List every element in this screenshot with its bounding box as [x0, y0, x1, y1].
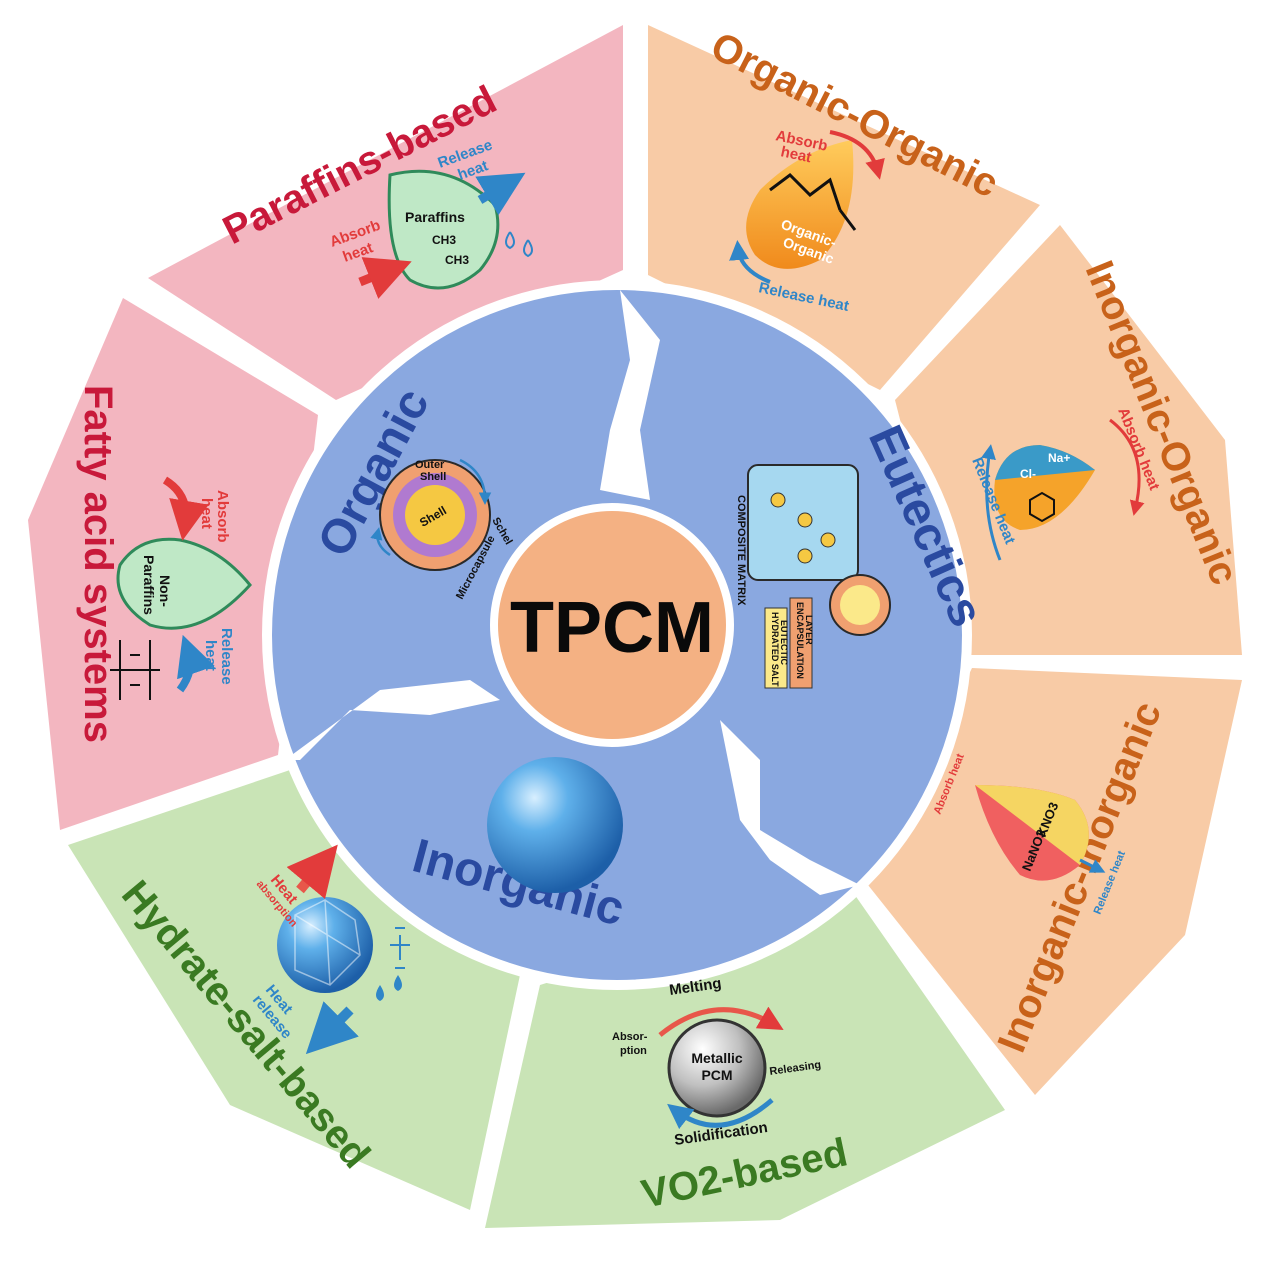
crack-divider-top	[600, 290, 660, 500]
composite-matrix-label: COMPOSITE MATRIX	[735, 495, 747, 606]
hydrate-formula-icon	[390, 927, 410, 969]
paraffin-absorb-arrow	[358, 257, 412, 299]
hydrate-absorb-arrow	[286, 844, 338, 900]
hydrated-salt-label-2: EUTECTIC	[779, 620, 789, 666]
inorg-inorg-release-arrow	[1079, 858, 1106, 873]
fatty-absorb-arrow	[162, 476, 209, 541]
composite-matrix-icon: COMPOSITE MATRIX ENCAPSULATION LAYER HYD…	[735, 464, 891, 689]
org-org-molecule	[769, 173, 857, 231]
hydrate-facets	[294, 899, 361, 986]
inorg-org-drop-top	[995, 445, 1095, 480]
vo2-core-label-2: PCM	[701, 1067, 732, 1083]
center-title: TPCM	[510, 588, 714, 668]
fatty-release-label-2: heat	[202, 640, 219, 671]
hydrate-droplets-icon	[376, 975, 402, 1001]
inorg-inorg-drop-top	[975, 785, 1089, 865]
fatty-structure-icon	[110, 640, 160, 700]
microcapsule-outer-shell-1: Outer	[415, 459, 445, 471]
matrix-particle	[797, 548, 813, 564]
hydrate-release-arrow	[305, 1001, 359, 1055]
vo2-solidification-arrow	[667, 1098, 774, 1130]
vo2-absorption-label-2: ption	[620, 1045, 647, 1057]
fatty-acid-icon: Non- Paraffins Absorb heat Release heat	[110, 476, 252, 700]
segment-title-fatty: Fatty acid systems	[76, 385, 120, 743]
hydrated-salt-box	[764, 607, 788, 689]
inorg-org-release-arrow	[981, 444, 1002, 561]
segment-inorg-inorg-bg	[868, 668, 1242, 1095]
paraffin-drop	[387, 169, 500, 290]
paraffin-drop-label: Paraffins	[405, 209, 465, 225]
paraffin-formula-1: CH3	[432, 233, 456, 247]
inorg-org-ion-1: Na+	[1048, 451, 1070, 465]
microcapsule-arrow-2	[370, 527, 391, 557]
inorg-org-absorb-arrow	[1109, 418, 1145, 516]
vo2-core-label-1: Metallic	[691, 1050, 743, 1066]
segment-inorg-org-bg	[895, 225, 1242, 655]
matrix-particle	[820, 532, 836, 548]
org-org-absorb-label-2: heat	[779, 143, 813, 166]
inorg-org-ring-icon	[1029, 491, 1055, 523]
fatty-drop-label-1: Non-	[157, 575, 173, 607]
inorganic-sphere	[487, 757, 623, 893]
crack-divider-right	[720, 720, 860, 895]
fatty-absorb-label-1: Absorb	[214, 490, 231, 543]
inorg-org-ion-2: Cl-	[1020, 467, 1036, 481]
encapsulation-label-2: LAYER	[804, 615, 814, 645]
paraffin-release-arrow	[475, 172, 526, 216]
hydrate-sphere	[277, 897, 373, 993]
encapsulation-label-1: ENCAPSULATION	[795, 602, 805, 679]
fatty-release-arrow	[176, 634, 215, 693]
encapsulation-layer-box	[789, 597, 813, 689]
hydrated-salt-label-1: HYDRATED SALT	[770, 612, 780, 687]
center-circle	[490, 503, 734, 747]
paraffin-droplets-icon	[505, 231, 533, 258]
org-org-release-arrow	[729, 240, 771, 284]
fatty-release-label-1: Release	[218, 628, 235, 685]
vo2-metallic-sphere	[667, 1018, 767, 1118]
microcapsule-inner	[405, 485, 465, 545]
microcapsule-arrow-1	[459, 458, 492, 505]
eutectic-capsule-core	[840, 585, 880, 625]
crack-divider-left	[285, 680, 500, 760]
fatty-absorb-label-2: heat	[198, 498, 215, 529]
vo2-melting-arrow	[658, 1006, 784, 1037]
fatty-drop	[116, 537, 252, 630]
vo2-absorption-label-1: Absor-	[612, 1031, 648, 1043]
org-org-absorb-arrow	[829, 130, 885, 180]
vo2-icon: Metallic PCM Melting Absor- ption Releas…	[612, 975, 822, 1149]
matrix-particle	[770, 492, 786, 508]
fatty-drop-label-2: Paraffins	[141, 555, 157, 615]
org-org-drop	[746, 140, 854, 269]
matrix-particle	[797, 512, 813, 528]
paraffin-formula-2: CH3	[445, 253, 469, 267]
microcapsule-outer-shell-2: Shell	[420, 471, 446, 483]
